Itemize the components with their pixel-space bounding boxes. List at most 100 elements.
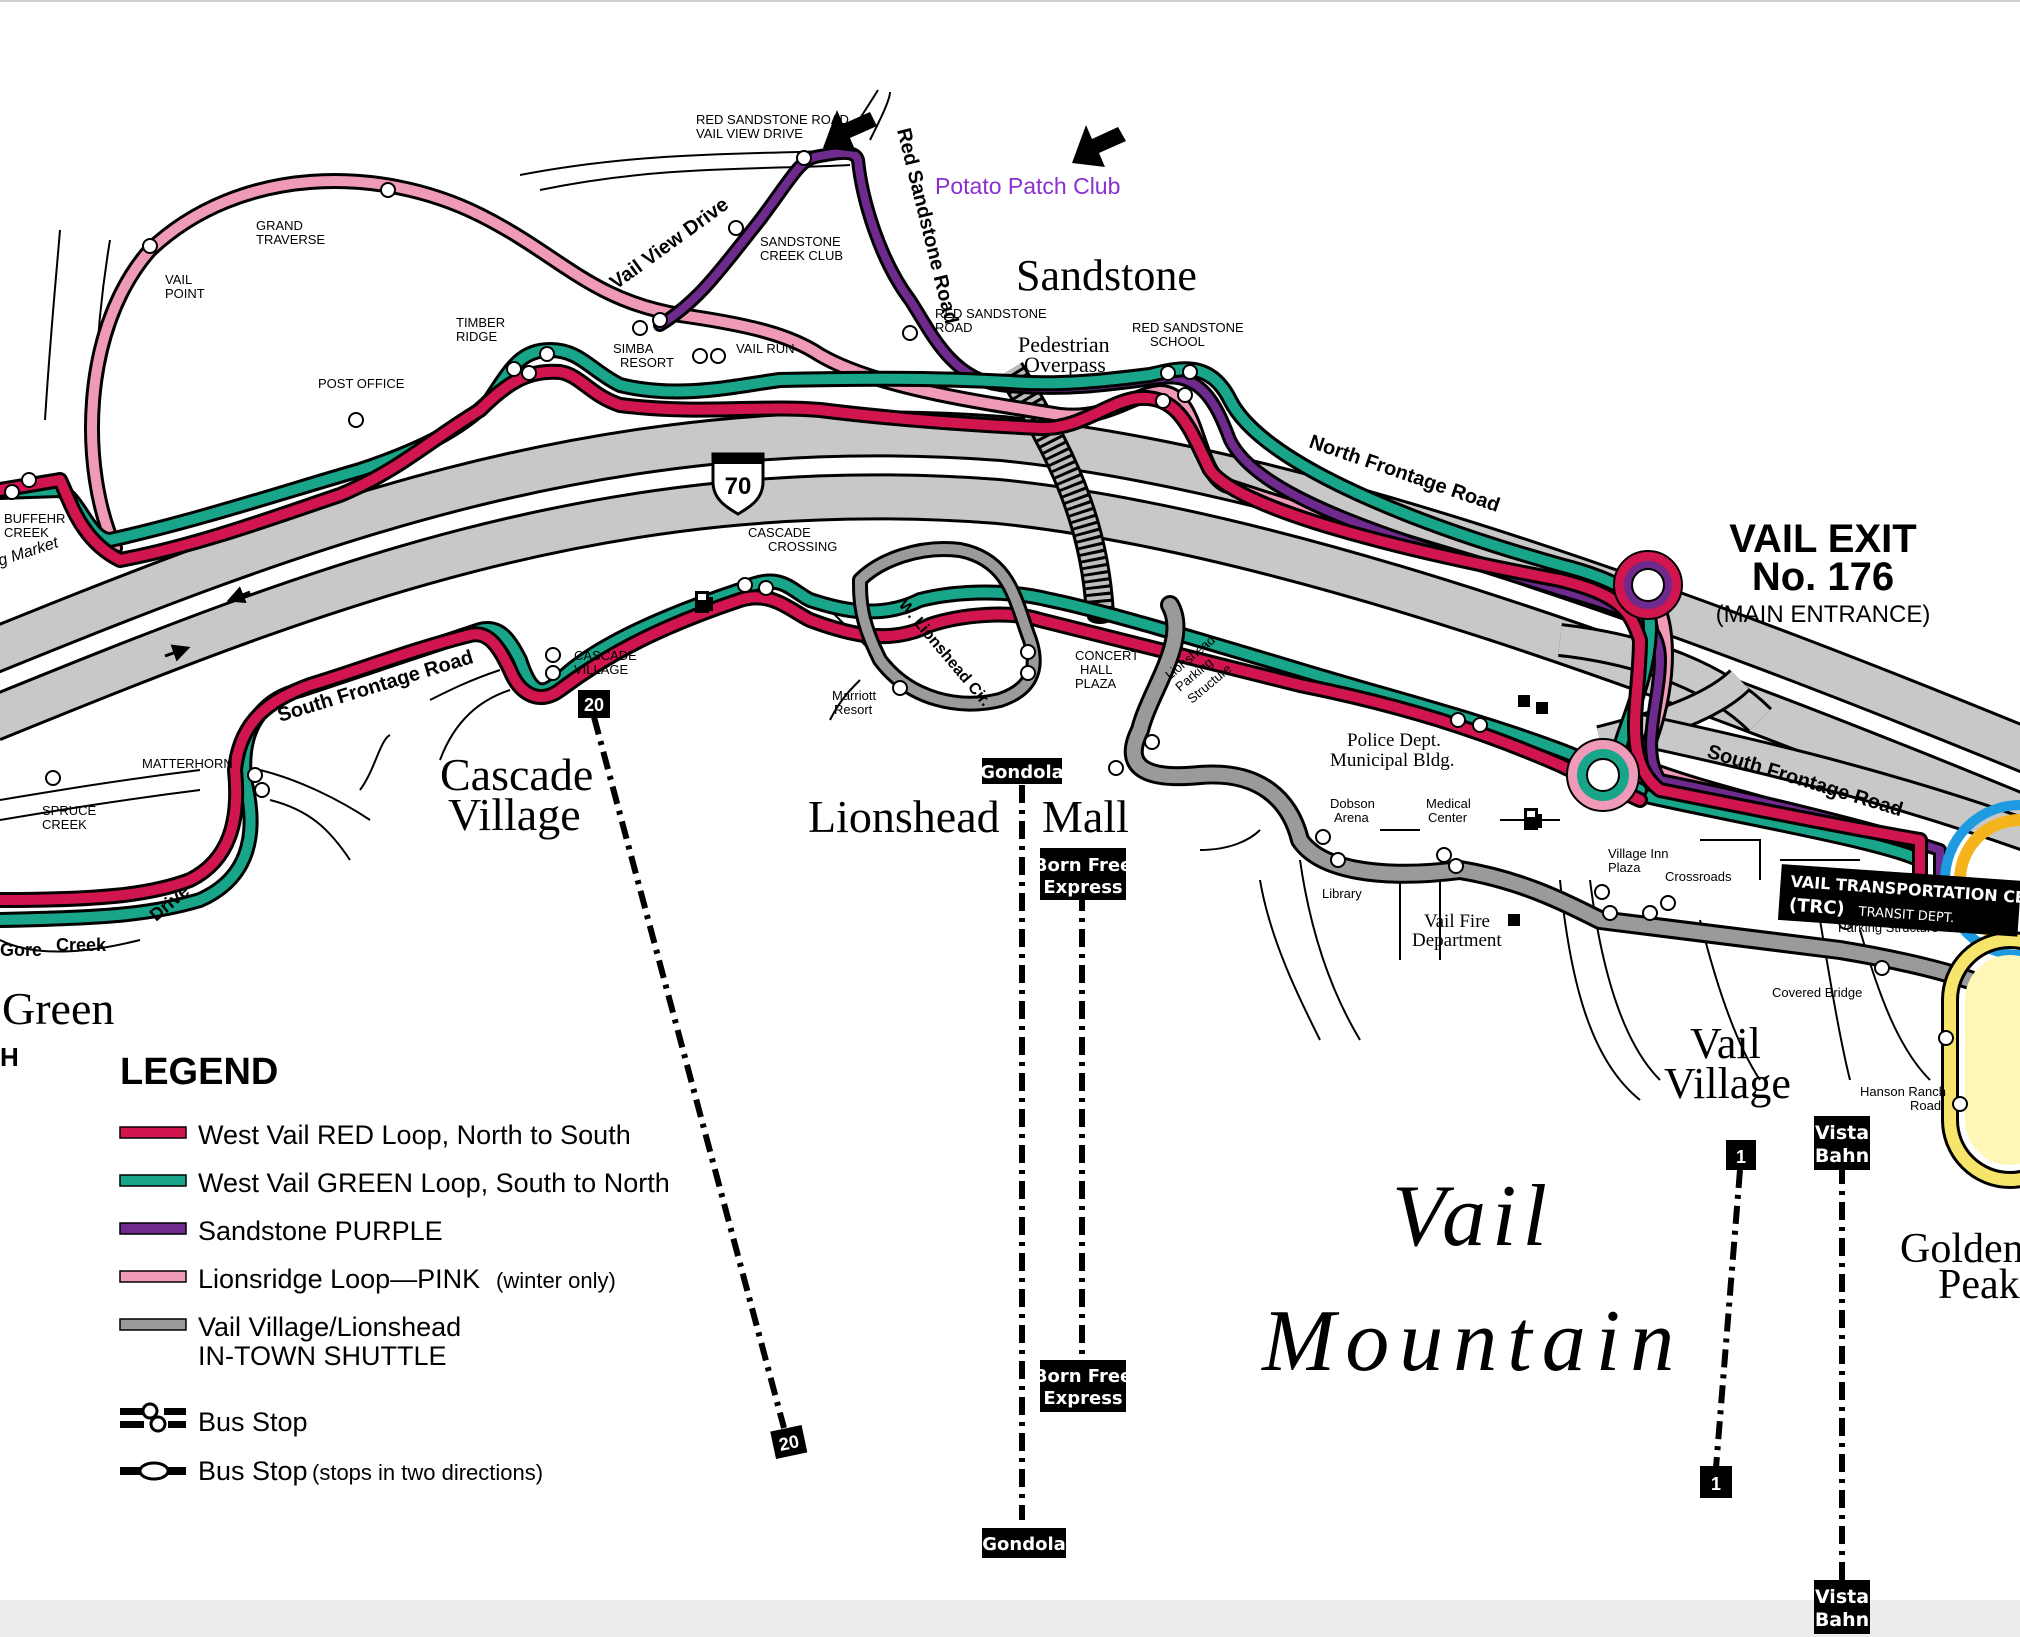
lift-label-20-bottom: 20 [770, 1425, 808, 1460]
svg-text:TIMBER: TIMBER [456, 315, 505, 330]
area-cascade-village-line2: Village [448, 789, 581, 840]
svg-text:Born Free: Born Free [1034, 1366, 1132, 1387]
svg-text:BUFFEHR: BUFFEHR [4, 511, 65, 526]
gas-station-icons [695, 591, 1542, 830]
svg-text:Express: Express [1043, 1388, 1122, 1409]
svg-text:1: 1 [1736, 1147, 1746, 1167]
svg-text:Municipal Bldg.: Municipal Bldg. [1330, 750, 1455, 771]
arrow-icon [1072, 125, 1126, 167]
svg-text:TRANSIT DEPT.: TRANSIT DEPT. [1857, 904, 1955, 926]
svg-text:RIDGE: RIDGE [456, 329, 498, 344]
bus-stop-markers [4, 150, 1968, 1112]
arrow-icon [823, 110, 877, 152]
legend-item-purple: Sandstone PURPLE [119, 1216, 443, 1246]
svg-text:VAIL EXIT: VAIL EXIT [1729, 517, 1916, 561]
legend: LEGEND West Vail RED Loop, North to Sout… [119, 1051, 670, 1486]
svg-text:1: 1 [1711, 1474, 1721, 1494]
svg-text:Lionsridge Loop—PINK: Lionsridge Loop—PINK [198, 1264, 480, 1294]
svg-text:Marriott: Marriott [832, 688, 876, 703]
svg-text:Center: Center [1428, 810, 1468, 825]
svg-text:Gondola: Gondola [982, 1534, 1066, 1555]
building-icons [1508, 695, 1548, 926]
svg-text:Road: Road [1910, 1098, 1941, 1113]
svg-text:PLAZA: PLAZA [1075, 676, 1117, 691]
area-green-fragment: Green [2, 983, 114, 1034]
area-vail-mountain-line1: Vail [1392, 1168, 1553, 1265]
lift-label-20-top: 20 [578, 690, 610, 718]
i70-shield: 70 [711, 452, 765, 516]
svg-text:Police Dept.: Police Dept. [1347, 730, 1441, 751]
svg-text:TRAVERSE: TRAVERSE [256, 232, 325, 247]
svg-text:Dobson: Dobson [1330, 796, 1375, 811]
legend-item-pink: Lionsridge Loop—PINK (winter only) [119, 1264, 616, 1294]
legend-title: LEGEND [120, 1051, 278, 1093]
svg-text:VILLAGE: VILLAGE [574, 662, 629, 677]
legend-item-green: West Vail GREEN Loop, South to North [119, 1168, 670, 1198]
svg-text:CREEK: CREEK [42, 817, 87, 832]
svg-text:20: 20 [584, 695, 604, 715]
svg-text:Pedestrian: Pedestrian [1018, 332, 1110, 357]
vail-exit-interchange [1566, 550, 1683, 812]
svg-text:VAIL: VAIL [165, 272, 192, 287]
legend-item-gray: Vail Village/Lionshead IN-TOWN SHUTTLE [119, 1312, 461, 1371]
bottom-band [0, 1600, 2020, 1637]
road-gore-creek-1: Gore [0, 940, 42, 960]
svg-text:HALL: HALL [1080, 662, 1113, 677]
svg-text:Hanson Ranch: Hanson Ranch [1860, 1084, 1946, 1099]
legend-item-red: West Vail RED Loop, North to South [119, 1120, 631, 1150]
area-vail-mountain-line2: Mountain [1260, 1293, 1684, 1390]
svg-text:CROSSING: CROSSING [768, 539, 837, 554]
svg-text:Resort: Resort [834, 702, 873, 717]
svg-text:RED SANDSTONE: RED SANDSTONE [935, 306, 1047, 321]
svg-text:POST OFFICE: POST OFFICE [318, 376, 405, 391]
svg-text:Sandstone PURPLE: Sandstone PURPLE [198, 1216, 443, 1246]
svg-text:SIMBA: SIMBA [613, 341, 654, 356]
svg-text:SCHOOL: SCHOOL [1150, 334, 1205, 349]
svg-text:Bus Stop: Bus Stop [198, 1456, 308, 1486]
svg-text:(MAIN ENTRANCE): (MAIN ENTRANCE) [1716, 601, 1931, 628]
svg-text:CREEK: CREEK [4, 525, 49, 540]
area-mall: Mall [1042, 791, 1129, 842]
area-lionshead: Lionshead [808, 791, 1000, 842]
svg-text:SPRUCE: SPRUCE [42, 803, 97, 818]
area-golden-peak-line1: Golden [1900, 1226, 2020, 1272]
svg-text:West Vail GREEN Loop, South to: West Vail GREEN Loop, South to North [198, 1168, 670, 1198]
svg-text:(stops in two directions): (stops in two directions) [312, 1460, 543, 1485]
svg-text:Born Free: Born Free [1034, 855, 1132, 876]
area-vail-village-line2: Village [1664, 1059, 1791, 1108]
svg-text:Library: Library [1322, 886, 1362, 901]
svg-text:20: 20 [777, 1431, 801, 1455]
svg-text:RED SANDSTONE ROAD: RED SANDSTONE ROAD [696, 112, 849, 127]
svg-text:(winter only): (winter only) [496, 1268, 616, 1293]
svg-text:Vista: Vista [1815, 1122, 1869, 1144]
svg-text:RESORT: RESORT [620, 355, 674, 370]
interstate-70 [0, 410, 2020, 841]
svg-text:RED SANDSTONE: RED SANDSTONE [1132, 320, 1244, 335]
legend-bus-stop-two-direction: Bus Stop (stops in two directions) [120, 1456, 543, 1486]
area-vail-village-line1: Vail [1690, 1019, 1761, 1068]
svg-text:Medical: Medical [1426, 796, 1471, 811]
svg-text:VAIL VIEW DRIVE: VAIL VIEW DRIVE [696, 126, 803, 141]
svg-text:Gondola: Gondola [980, 762, 1064, 783]
road-gore-creek-2: Creek [56, 935, 107, 955]
svg-text:Bus Stop: Bus Stop [198, 1407, 308, 1437]
gas-station-icon [695, 591, 713, 613]
svg-text:Covered Bridge: Covered Bridge [1772, 985, 1862, 1000]
svg-text:ROAD: ROAD [935, 320, 973, 335]
top-border [0, 0, 2020, 2]
svg-text:CASCADE: CASCADE [748, 525, 811, 540]
lift-label-gondola-top: Gondola [980, 758, 1064, 784]
svg-text:Vail Village/Lionshead: Vail Village/Lionshead [198, 1312, 461, 1342]
svg-text:POINT: POINT [165, 286, 205, 301]
area-golden-peak-line2: Peak [1938, 1262, 2020, 1308]
svg-text:(TRC): (TRC) [1788, 895, 1845, 920]
south-frontage-road-east [1636, 713, 2020, 851]
svg-text:Vail Fire: Vail Fire [1424, 911, 1490, 932]
svg-text:SANDSTONE: SANDSTONE [760, 234, 841, 249]
svg-text:West Vail RED Loop, North to S: West Vail RED Loop, North to South [198, 1120, 631, 1150]
